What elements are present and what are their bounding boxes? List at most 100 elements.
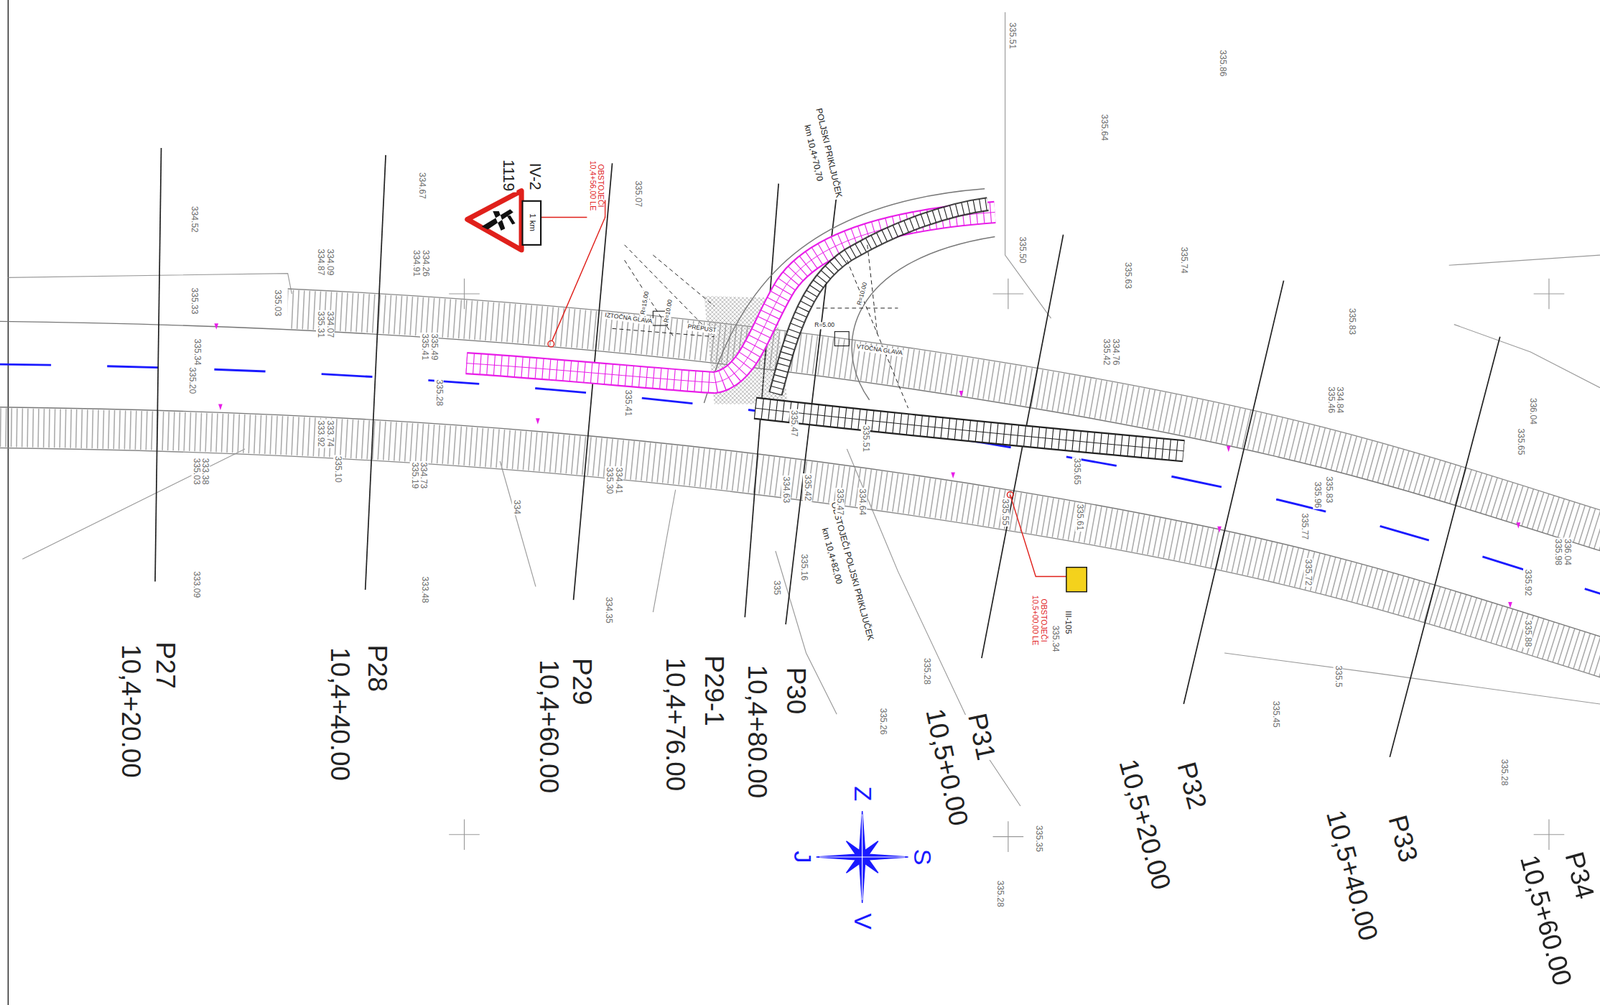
- junction: [754, 407, 1184, 451]
- elevation-label: 335.28: [922, 657, 932, 686]
- terrain-line: [1005, 12, 1052, 319]
- elevation-label: 335.41: [419, 332, 429, 362]
- elevation-label: 335.28: [995, 878, 1005, 908]
- elevation-label: 335.86: [1217, 48, 1228, 78]
- elevation-label: 334.63: [780, 475, 790, 505]
- terrain-line: [7, 12, 1600, 806]
- junction: [851, 236, 995, 400]
- elevation-label: 335.5: [1332, 664, 1343, 688]
- station-chainage: 10,4+80.00: [742, 663, 772, 800]
- elevation-label: 333.74: [324, 419, 334, 449]
- edge-marker: [214, 323, 1521, 608]
- junction: [624, 259, 674, 337]
- junction: [834, 331, 849, 347]
- grid-cross: [993, 278, 1025, 310]
- edge-marker: [950, 472, 956, 479]
- elevation-label: 335.33: [188, 286, 199, 316]
- sign-number: 1119: [499, 158, 517, 193]
- culvert-label: VTOČNA GLAVA: [855, 343, 905, 357]
- elevation-label: 335.96: [1312, 480, 1323, 510]
- edge-marker: [218, 403, 223, 411]
- edge-marker: [1508, 601, 1513, 609]
- existing-note: OBSTOJEČI 10,4+56,00 LE: [587, 152, 604, 219]
- grid-cross: [1533, 819, 1565, 851]
- station-name: P29-1: [699, 654, 729, 727]
- station-name: P28: [362, 643, 393, 693]
- compass-letter: S: [909, 847, 936, 867]
- station-name: P32: [1171, 757, 1213, 813]
- station-chainage: 10,4+20.00: [116, 643, 146, 780]
- section-line: [1183, 280, 1284, 704]
- elevation-label: 336.04: [1528, 396, 1538, 426]
- existing-note: OBSTOJEČI 10,5+00,00 LE: [1030, 587, 1048, 653]
- grid-cross: [448, 278, 1565, 852]
- elevation-label: 335.46: [1325, 385, 1336, 415]
- elevation-label: 335.28: [433, 378, 444, 408]
- elevation-label: 335.28: [1499, 757, 1509, 787]
- junction: [775, 203, 989, 394]
- grid-cross: [1533, 278, 1565, 310]
- existing-sign: [547, 340, 555, 347]
- elevation-label: 335.20: [186, 366, 197, 395]
- road: [0, 407, 1600, 653]
- compass-letter: V: [848, 912, 876, 931]
- elevation-label: 335.72: [1303, 557, 1313, 587]
- elevation-label: 335.47: [789, 409, 799, 439]
- elevation-label: 333.38: [200, 456, 210, 486]
- edge-marker: [1226, 445, 1231, 453]
- station-chainage: 10,5+40.00: [1320, 805, 1384, 945]
- elevation-label: 335.98: [1553, 537, 1563, 566]
- elevation-label: 335.31: [315, 310, 326, 339]
- junction: [775, 203, 989, 394]
- sign-plate: 1 km: [527, 212, 536, 232]
- road: [0, 364, 1600, 610]
- junction: [754, 407, 1184, 451]
- road: [287, 300, 1600, 547]
- elevation-label: 334.35: [603, 595, 613, 625]
- elevation-label: 335.42: [1101, 337, 1111, 367]
- elevation-label: 334.84: [1335, 385, 1345, 415]
- elevation-label: 335.47: [835, 487, 845, 517]
- elevation-label: 335.50: [1017, 235, 1027, 265]
- elevation-label: 335.77: [1299, 512, 1309, 541]
- grid-cross: [448, 278, 480, 310]
- elevation-label: 335.65: [1071, 456, 1081, 486]
- grid-cross: [448, 819, 480, 851]
- radius-label: R=15.00: [639, 290, 650, 316]
- elevation-label: 335.64: [1099, 113, 1109, 143]
- grid-cross: [993, 820, 1025, 852]
- junction: [466, 188, 1184, 451]
- elevation-label: 335.34: [192, 337, 202, 367]
- sign-code: III-105: [1062, 609, 1072, 635]
- elevation-label: 335.26: [877, 706, 887, 736]
- edge-marker: [535, 417, 541, 425]
- existing-sign: [552, 217, 606, 342]
- elevation-label: 334: [511, 498, 521, 515]
- existing-sign: [467, 191, 1087, 592]
- elevation-label: 334.67: [416, 171, 426, 201]
- junction: [867, 244, 878, 337]
- compass-letter: Z: [848, 784, 876, 803]
- elevation-label: 334.64: [857, 487, 867, 517]
- road: [0, 280, 1600, 694]
- elevation-label: 334.41: [613, 466, 623, 495]
- road: [0, 427, 1600, 673]
- elevation-label: 335.55: [1000, 497, 1010, 527]
- elevation-label: 335.92: [1522, 568, 1532, 597]
- elevation-label: 334.09: [324, 247, 334, 277]
- existing-sign: [1066, 567, 1087, 592]
- junction: [846, 259, 908, 408]
- junction: [754, 407, 1184, 451]
- elevation-label: 333.48: [419, 575, 429, 604]
- junction: [466, 211, 995, 383]
- elevation-label: 335.63: [1122, 261, 1132, 291]
- elevation-label: 335.49: [428, 332, 439, 362]
- elevation-label: 335: [771, 579, 782, 597]
- terrain-line: [1454, 324, 1600, 388]
- station-name: P27: [150, 640, 181, 691]
- elevation-label: 335.03: [272, 288, 283, 318]
- elevation-label: 335.10: [333, 454, 343, 484]
- terrain-line: [7, 273, 292, 294]
- elevation-label: 334.91: [411, 249, 421, 278]
